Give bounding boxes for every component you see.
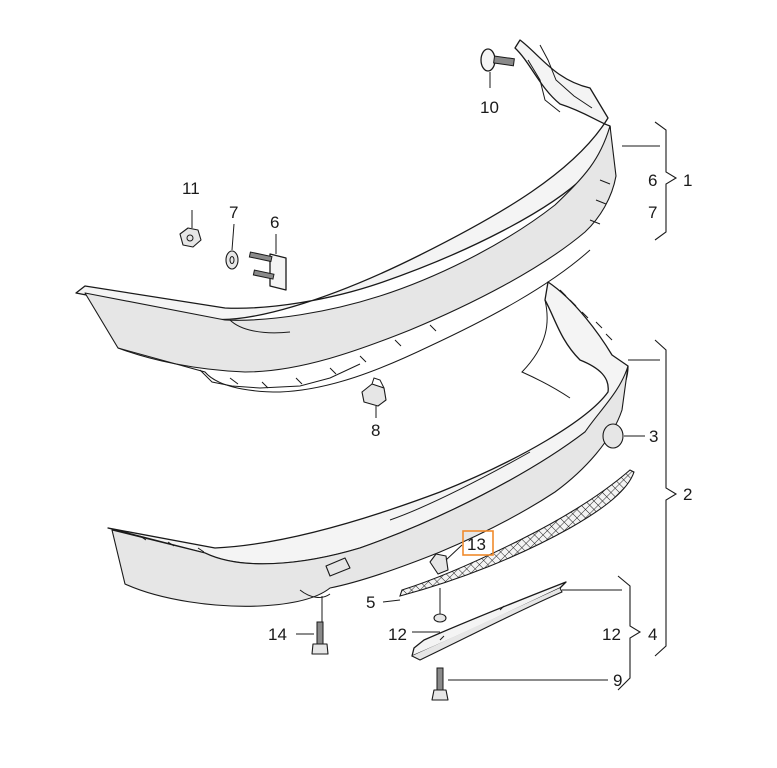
callout-12-group: 12	[602, 625, 621, 644]
washer-7-icon	[225, 250, 239, 270]
callout-10: 10	[480, 98, 499, 117]
grouping-braces	[617, 121, 678, 691]
bracket-6-icon	[248, 251, 287, 291]
clip-8-icon	[361, 377, 387, 407]
nut-11-icon	[179, 227, 202, 248]
callout-11: 11	[182, 179, 200, 198]
callout-6-group: 6	[648, 171, 657, 190]
callout-2: 2	[683, 485, 692, 504]
leader-lines	[191, 72, 660, 681]
callout-14: 14	[268, 625, 287, 644]
screw-14-icon	[311, 621, 329, 655]
clip-13-icon	[429, 553, 449, 575]
nut-12-icon	[433, 613, 447, 623]
callout-7-upper: 7	[229, 203, 238, 222]
callout-6-upper: 6	[270, 213, 279, 232]
callout-3: 3	[649, 427, 658, 446]
diffuser-4-icon	[411, 581, 567, 661]
grille-5-icon	[399, 469, 635, 597]
callout-13-highlight	[462, 530, 494, 556]
callout-5: 5	[366, 593, 375, 612]
tow-eye-cap-3-icon	[602, 423, 624, 449]
callout-12-lower: 12	[388, 625, 407, 644]
upper-bumper-cover	[75, 39, 617, 393]
callout-8: 8	[371, 421, 380, 440]
callout-13: 13	[467, 535, 486, 554]
callout-4: 4	[648, 625, 657, 644]
screw-9-icon	[431, 667, 449, 701]
callout-7-group: 7	[648, 203, 657, 222]
bolt-10-icon	[480, 48, 515, 72]
lower-bumper-cover	[107, 281, 629, 607]
callout-1: 1	[683, 171, 692, 190]
callout-9: 9	[613, 671, 622, 690]
